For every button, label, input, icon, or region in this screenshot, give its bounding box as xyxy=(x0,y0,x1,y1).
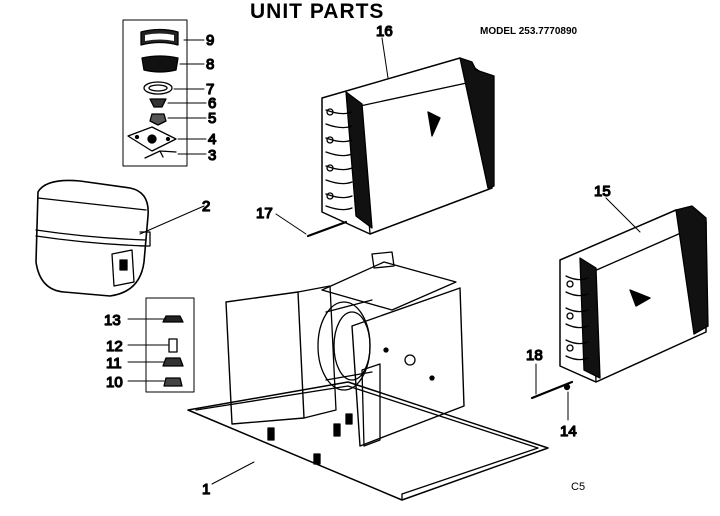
part-6-grommet xyxy=(149,98,167,108)
callout-3: 3 xyxy=(208,147,216,164)
compressor xyxy=(35,179,151,297)
model-number: MODEL 253.7770890 xyxy=(480,26,578,37)
callout-12: 12 xyxy=(106,338,123,355)
callout-6: 6 xyxy=(208,95,216,112)
callout-13: 13 xyxy=(104,312,121,329)
diagram-title: UNIT PARTS xyxy=(250,0,385,23)
part-8-pad xyxy=(141,55,179,73)
leader-lines xyxy=(139,37,641,485)
callout-18: 18 xyxy=(526,347,543,364)
callout-11: 11 xyxy=(106,355,122,372)
callout-1: 1 xyxy=(202,481,210,498)
evaporator-coil xyxy=(559,205,709,383)
callout-8: 8 xyxy=(206,56,214,73)
callout-9: 9 xyxy=(206,32,214,49)
part-17-tube xyxy=(306,220,348,238)
callout-numbers: 9 8 7 6 5 4 3 2 13 12 11 10 16 15 17 18 … xyxy=(103,22,611,498)
page-code: C5 xyxy=(571,481,586,493)
callout-14: 14 xyxy=(560,423,577,440)
callout-2: 2 xyxy=(202,198,210,215)
callout-17: 17 xyxy=(256,205,273,222)
part-4-bracket xyxy=(127,126,177,152)
callout-16: 16 xyxy=(376,23,393,40)
callout-4: 4 xyxy=(208,131,216,148)
callout-5: 5 xyxy=(208,110,216,127)
base-pan-assembly xyxy=(187,251,549,501)
mounting-hardware-group xyxy=(127,297,195,393)
part-7-gasket xyxy=(143,81,173,95)
condenser-coil xyxy=(321,57,495,235)
callout-15: 15 xyxy=(594,183,611,200)
callout-7: 7 xyxy=(206,81,214,98)
part-14-fitting xyxy=(563,383,571,391)
part-5-nut xyxy=(149,113,167,126)
small-parts-box xyxy=(122,19,188,167)
part-3-clip xyxy=(144,150,177,159)
small-parts-group xyxy=(122,19,207,167)
callout-10: 10 xyxy=(106,374,123,391)
